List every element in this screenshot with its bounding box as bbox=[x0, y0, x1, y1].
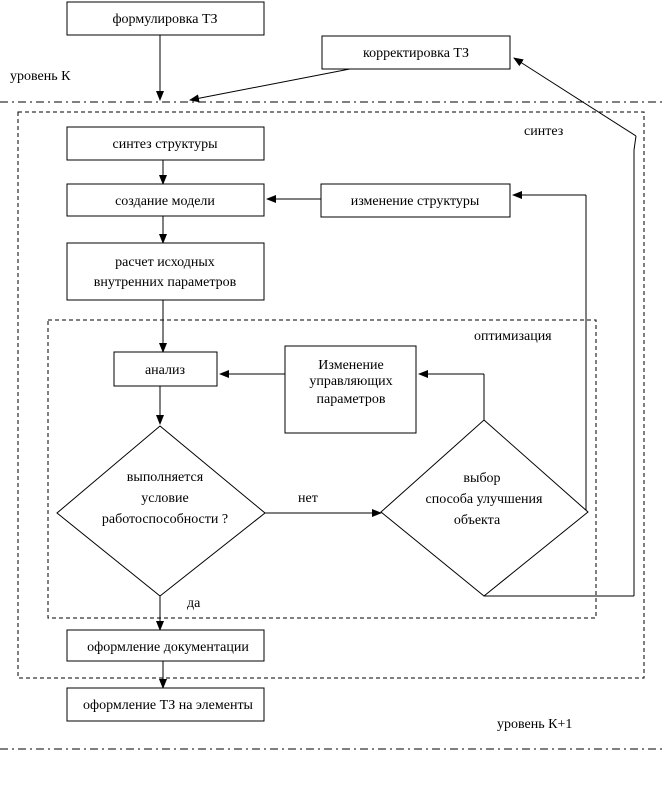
yes-branch-label: да bbox=[187, 596, 201, 611]
synthesis-region bbox=[17, 111, 645, 679]
initial-params-line-1: расчет исходных bbox=[115, 255, 215, 270]
element-tz-box: оформление ТЗ на элементы bbox=[66, 687, 265, 722]
documentation-box: оформление документации bbox=[66, 629, 265, 662]
improvement-line-2: способа улучшения bbox=[426, 492, 543, 507]
optimization-region bbox=[47, 319, 597, 619]
structure-synthesis-box: синтез структуры bbox=[66, 126, 265, 161]
tz-formulation-box: формулировка ТЗ bbox=[66, 1, 265, 36]
element-tz-label: оформление ТЗ на элементы bbox=[83, 698, 254, 713]
structure-change-box: изменение структуры bbox=[320, 183, 511, 218]
improvement-method-decision: выбор способа улучшения объекта bbox=[380, 419, 589, 597]
improvement-line-3: объекта bbox=[454, 513, 501, 528]
initial-params-line-2: внутренних параметров bbox=[94, 275, 237, 290]
tz-correction-box: корректировка ТЗ bbox=[321, 35, 511, 70]
initial-params-box: расчет исходных внутренних параметров bbox=[66, 242, 265, 301]
improvement-line-1: выбор bbox=[463, 471, 500, 486]
connectors bbox=[156, 35, 637, 689]
control-params-line-1: Изменение bbox=[318, 358, 383, 373]
level-k1-label: уровень К+1 bbox=[497, 717, 572, 732]
no-branch-label: нет bbox=[298, 491, 318, 506]
control-params-line-2: управляющих bbox=[309, 374, 392, 389]
control-params-box: Изменение управляющих параметров bbox=[284, 345, 417, 434]
workability-line-1: выполняется bbox=[127, 470, 204, 485]
analysis-box: анализ bbox=[113, 351, 218, 387]
workability-line-2: условие bbox=[141, 491, 189, 506]
level-k-label: уровень К bbox=[10, 69, 71, 84]
synthesis-label: синтез bbox=[524, 124, 564, 139]
tz-formulation-label: формулировка ТЗ bbox=[112, 12, 217, 27]
analysis-label: анализ bbox=[145, 363, 186, 378]
workability-line-3: работоспособности ? bbox=[102, 512, 228, 527]
structure-change-label: изменение структуры bbox=[351, 194, 480, 209]
model-creation-box: создание модели bbox=[66, 183, 265, 217]
tz-correction-label: корректировка ТЗ bbox=[363, 46, 469, 61]
control-params-line-3: параметров bbox=[317, 392, 386, 407]
documentation-label: оформление документации bbox=[87, 640, 249, 655]
structure-synthesis-label: синтез структуры bbox=[112, 137, 218, 152]
workability-decision: выполняется условие работоспособности ? bbox=[56, 425, 266, 597]
optimization-label: оптимизация bbox=[474, 329, 552, 344]
model-creation-label: создание модели bbox=[115, 194, 215, 209]
